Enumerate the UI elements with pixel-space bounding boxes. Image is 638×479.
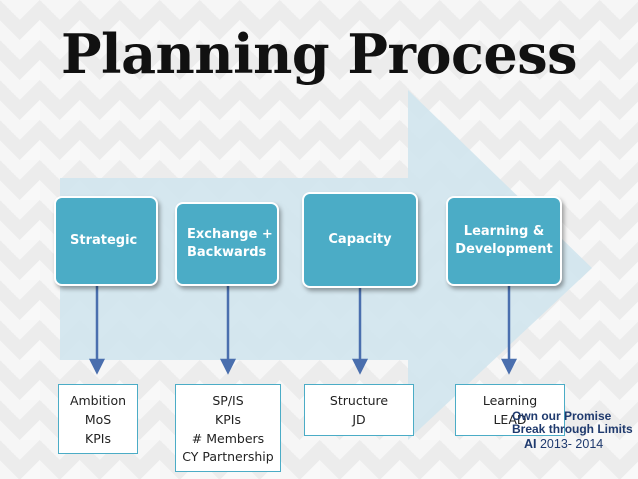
stage-strategic-label: Strategic [70, 233, 138, 249]
branding-line-1: Own our Promise [512, 409, 612, 423]
page-title: Planning Process [60, 22, 578, 86]
list-item: LEAD [493, 411, 527, 427]
branding-ai: AI [524, 437, 537, 451]
stage-strategic: Strategic [54, 196, 158, 286]
list-item: # Members [191, 430, 265, 446]
result-box-learning: Learning LEAD [455, 384, 565, 436]
arrowhead-capacity [351, 358, 369, 375]
list-item: SP/IS [212, 393, 244, 408]
arrowhead-learning [500, 358, 518, 375]
stage-exchange-label: Exchange + Backwards [187, 227, 273, 260]
branding-logo: Own our Promise Break through Limits AI … [500, 410, 638, 452]
result-box-exchange: SP/IS KPIs # Members CY Partnership [175, 384, 281, 472]
branding-year: 2013- 2014 [536, 437, 604, 451]
list-item: JD [352, 411, 366, 427]
list-item: Learning [482, 393, 538, 408]
stage-capacity-label: Capacity [328, 232, 392, 248]
result-box-strategic: Ambition MoS KPIs [58, 384, 138, 454]
connector-arrows [88, 285, 518, 375]
stage-exchange: Exchange + Backwards [175, 202, 279, 286]
stage-capacity: Capacity [302, 192, 418, 288]
list-item: KPIs [215, 411, 241, 427]
list-item: MoS [84, 411, 112, 427]
arrowhead-exchange [219, 358, 237, 375]
list-item: Structure [329, 393, 389, 408]
branding-line-2: Break through Limits [512, 422, 633, 436]
stage-learning-label: Learning & Development [455, 224, 553, 257]
stage-learning: Learning & Development [446, 196, 562, 286]
list-item: KPIs [85, 430, 111, 446]
list-item: Ambition [69, 393, 127, 408]
list-item: CY Partnership [182, 449, 274, 465]
branding-line-3: AI 2013- 2014 [500, 436, 638, 452]
arrowhead-strategic [88, 358, 106, 375]
result-box-capacity: Structure JD [304, 384, 414, 436]
